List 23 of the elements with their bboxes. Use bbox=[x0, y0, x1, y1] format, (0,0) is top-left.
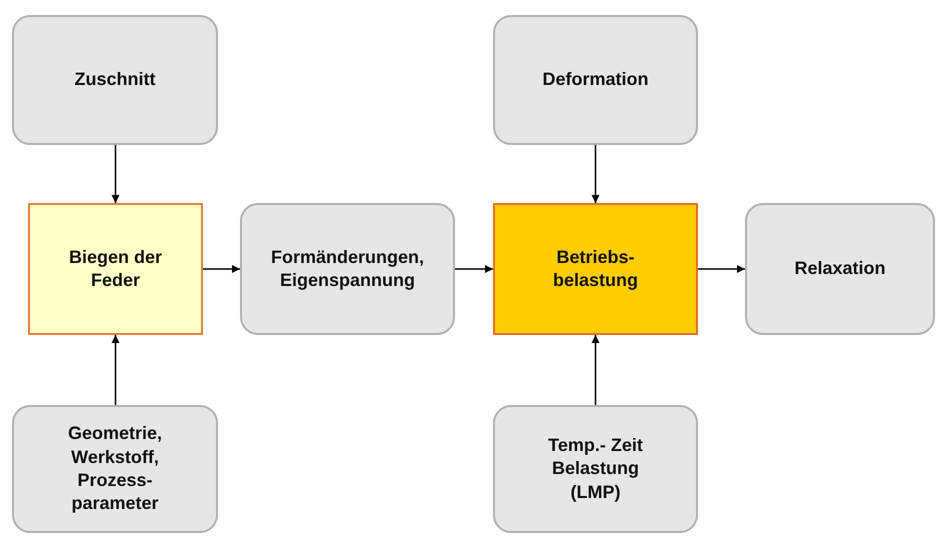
arrow bbox=[455, 265, 493, 273]
box-label: Temp.- Zeit Belastung (LMP) bbox=[547, 434, 644, 504]
box-label: Betriebs- belastung bbox=[552, 246, 639, 292]
arrow bbox=[698, 265, 745, 273]
box-label: Formänderungen, Eigenspannung bbox=[270, 246, 425, 292]
box-label: Zuschnitt bbox=[74, 68, 156, 92]
arrow bbox=[592, 335, 600, 405]
box-label: Relaxation bbox=[793, 257, 887, 280]
box-label: Geometrie, Werkstoff, Prozess- parameter bbox=[66, 422, 164, 516]
arrow bbox=[112, 335, 120, 405]
process-box bbox=[28, 203, 203, 335]
process-box bbox=[240, 203, 455, 335]
process-box bbox=[12, 405, 218, 533]
box-label: Deformation bbox=[541, 68, 650, 92]
box-label: Biegen der Feder bbox=[68, 246, 164, 292]
process-box bbox=[493, 405, 698, 533]
arrow bbox=[592, 145, 600, 203]
arrow bbox=[112, 145, 120, 203]
process-box bbox=[493, 203, 698, 335]
process-box bbox=[12, 15, 218, 145]
arrow bbox=[203, 265, 240, 273]
process-box bbox=[745, 203, 935, 335]
process-box bbox=[493, 15, 698, 145]
